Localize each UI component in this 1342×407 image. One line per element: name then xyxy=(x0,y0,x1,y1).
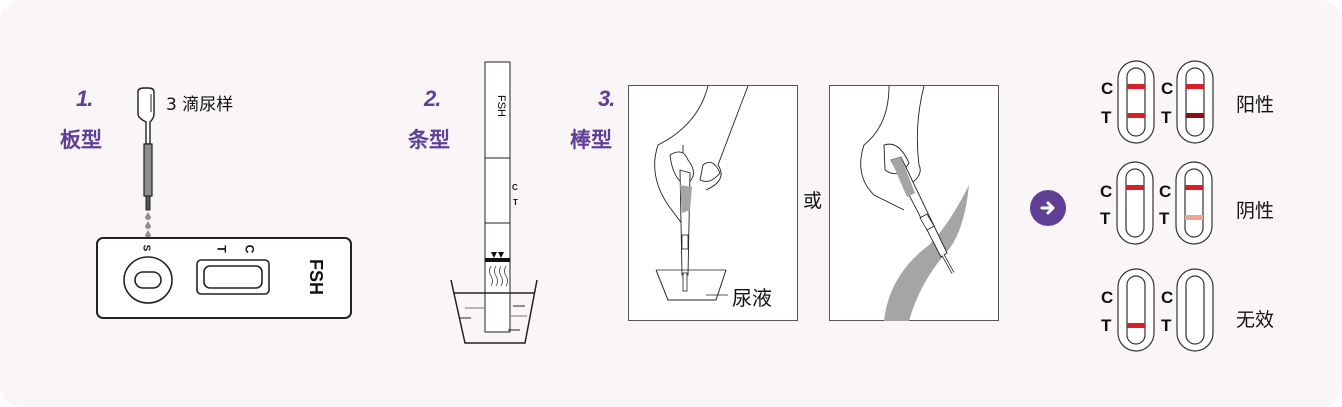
result-label-positive: 阳性 xyxy=(1236,94,1275,116)
result-label-negative: 阴性 xyxy=(1236,200,1275,222)
row3-win1-t: T xyxy=(1101,316,1112,335)
row2-win1-t: T xyxy=(1100,209,1111,228)
row2-win2-c: C xyxy=(1159,182,1172,201)
row3-win2-c: C xyxy=(1161,288,1174,307)
cassette-sample-mark: S xyxy=(140,244,152,252)
row1-win2-t: T xyxy=(1161,108,1172,127)
strip-c-mark: C xyxy=(512,183,518,192)
row2-win2-t: T xyxy=(1159,209,1170,228)
dropper-icon xyxy=(137,87,155,238)
cassette-brand: FSH xyxy=(306,259,326,295)
cassette-c-mark: C xyxy=(242,244,257,254)
midstream-stream-illustration xyxy=(829,85,999,321)
row1-win1-c: C xyxy=(1101,79,1114,98)
result-window-negative-1 xyxy=(1116,161,1154,245)
result-window-positive-1 xyxy=(1117,60,1155,144)
cassette-t-mark: T xyxy=(214,245,229,253)
row1-win2-c: C xyxy=(1161,79,1174,98)
step-1-number: 1. xyxy=(76,86,93,111)
row3-win2-t: T xyxy=(1161,316,1172,335)
strip-brand: FSH xyxy=(495,95,507,117)
strip-t-mark: T xyxy=(513,198,518,207)
result-label-invalid: 无效 xyxy=(1236,309,1275,331)
row1-win1-t: T xyxy=(1101,108,1112,127)
dropper-label: 3 滴尿样 xyxy=(166,95,234,115)
result-window-invalid-2 xyxy=(1176,268,1214,352)
step-3-type: 棒型 xyxy=(570,128,612,152)
test-strip-in-cup xyxy=(450,61,538,344)
result-window-positive-2 xyxy=(1176,60,1214,144)
result-window-negative-2 xyxy=(1175,161,1213,245)
urine-cup-label: 尿液 xyxy=(732,286,772,310)
step-2-number: 2. xyxy=(424,86,441,111)
step-3-number: 3. xyxy=(598,86,615,111)
row3-win1-c: C xyxy=(1101,288,1114,307)
arrow-right-icon xyxy=(1040,201,1055,215)
result-window-invalid-1 xyxy=(1117,268,1155,352)
test-cassette xyxy=(96,237,352,319)
row2-win1-c: C xyxy=(1100,182,1113,201)
or-label: 或 xyxy=(803,190,823,212)
step-1-type: 板型 xyxy=(60,128,102,152)
midstream-dip-illustration xyxy=(628,85,798,321)
result-arrow-button xyxy=(1030,190,1066,226)
step-2-type: 条型 xyxy=(408,128,450,152)
